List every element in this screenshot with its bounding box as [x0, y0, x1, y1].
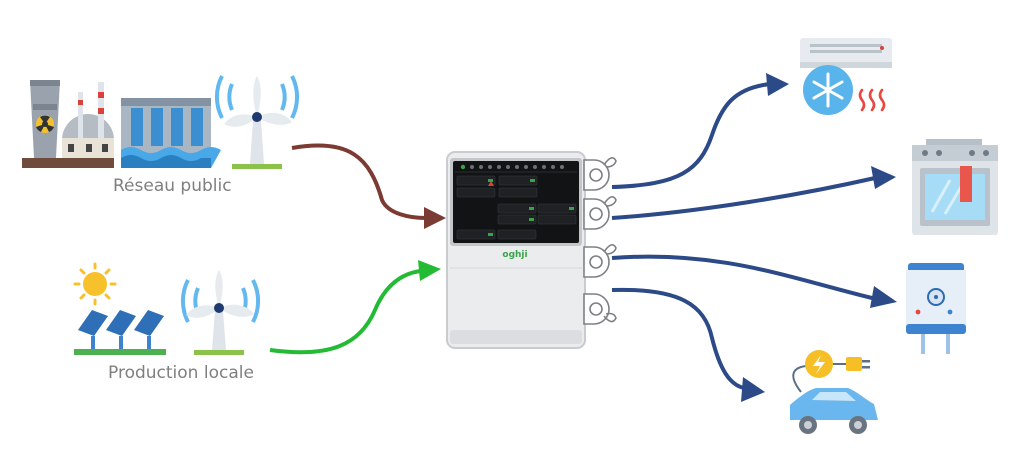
nuclear-plant-icon [22, 80, 114, 168]
electric-car-icon [790, 350, 878, 434]
grid-label: Réseau public [113, 176, 232, 196]
device-outputs [583, 157, 617, 325]
local-production-label: Production locale [108, 363, 254, 383]
air-conditioner-icon [800, 38, 892, 115]
energy-manager-device: oghji [446, 151, 586, 349]
local-input-arrow [269, 260, 441, 355]
load-arrowheads [741, 73, 897, 402]
oven-icon [912, 139, 998, 235]
wind-turbine-icon [214, 75, 300, 169]
wind-turbine-icon [180, 270, 261, 355]
device-brand: oghji [502, 250, 527, 260]
hydro-dam-icon [121, 98, 221, 168]
grid-input-arrow [291, 143, 446, 229]
load-arrows [611, 82, 876, 390]
sun-icon [73, 262, 117, 306]
water-heater-icon [906, 263, 966, 354]
solar-panels-icon [74, 310, 166, 355]
